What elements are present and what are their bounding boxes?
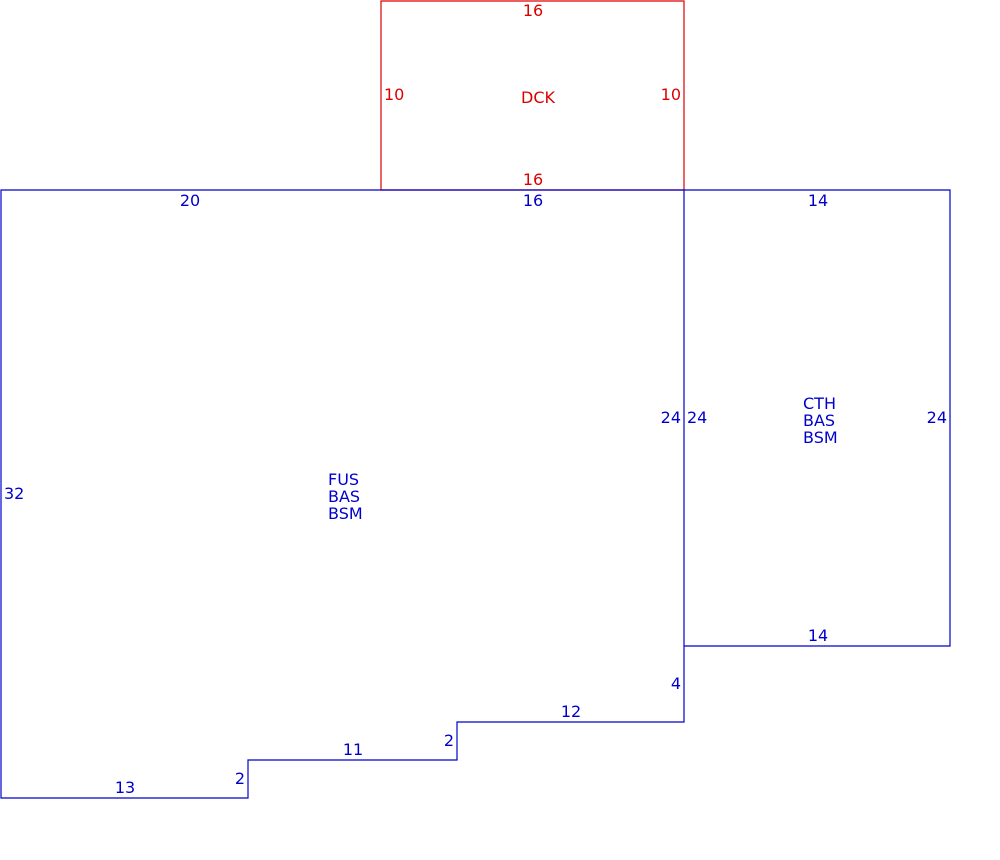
garage-dim-left: 24 bbox=[687, 408, 707, 427]
main-dim-step-riser-lower: 2 bbox=[235, 769, 245, 788]
main-dim-step-middle: 11 bbox=[343, 740, 363, 759]
main-dim-top-right: 16 bbox=[523, 191, 543, 210]
main-label-line-1: FUS bbox=[328, 470, 359, 489]
garage-label-line-2: BAS bbox=[803, 411, 835, 430]
main-dim-step-right: 4 bbox=[671, 674, 681, 693]
main-dim-step-riser-upper: 2 bbox=[444, 731, 454, 750]
main-label-line-2: BAS bbox=[328, 487, 360, 506]
main-dim-bottom: 13 bbox=[115, 778, 135, 797]
garage-dim-right: 24 bbox=[927, 408, 947, 427]
main-dim-left: 32 bbox=[4, 484, 24, 503]
deck-dim-left: 10 bbox=[384, 85, 404, 104]
main-dim-step-upper: 12 bbox=[561, 702, 581, 721]
deck-dim-top: 16 bbox=[523, 1, 543, 20]
deck-dim-bottom: 16 bbox=[523, 170, 543, 189]
main-house-outline bbox=[0, 189, 685, 799]
garage-dim-bottom: 14 bbox=[808, 626, 828, 645]
garage-dim-top: 14 bbox=[808, 191, 828, 210]
garage-outline bbox=[684, 189, 951, 647]
garage-label-line-3: BSM bbox=[803, 428, 838, 447]
main-dim-right: 24 bbox=[661, 408, 681, 427]
deck-dim-right: 10 bbox=[661, 85, 681, 104]
main-label-line-3: BSM bbox=[328, 504, 363, 523]
garage-label-line-1: CTH bbox=[803, 394, 836, 413]
main-dim-top-left: 20 bbox=[180, 191, 200, 210]
deck-label: DCK bbox=[521, 88, 555, 107]
